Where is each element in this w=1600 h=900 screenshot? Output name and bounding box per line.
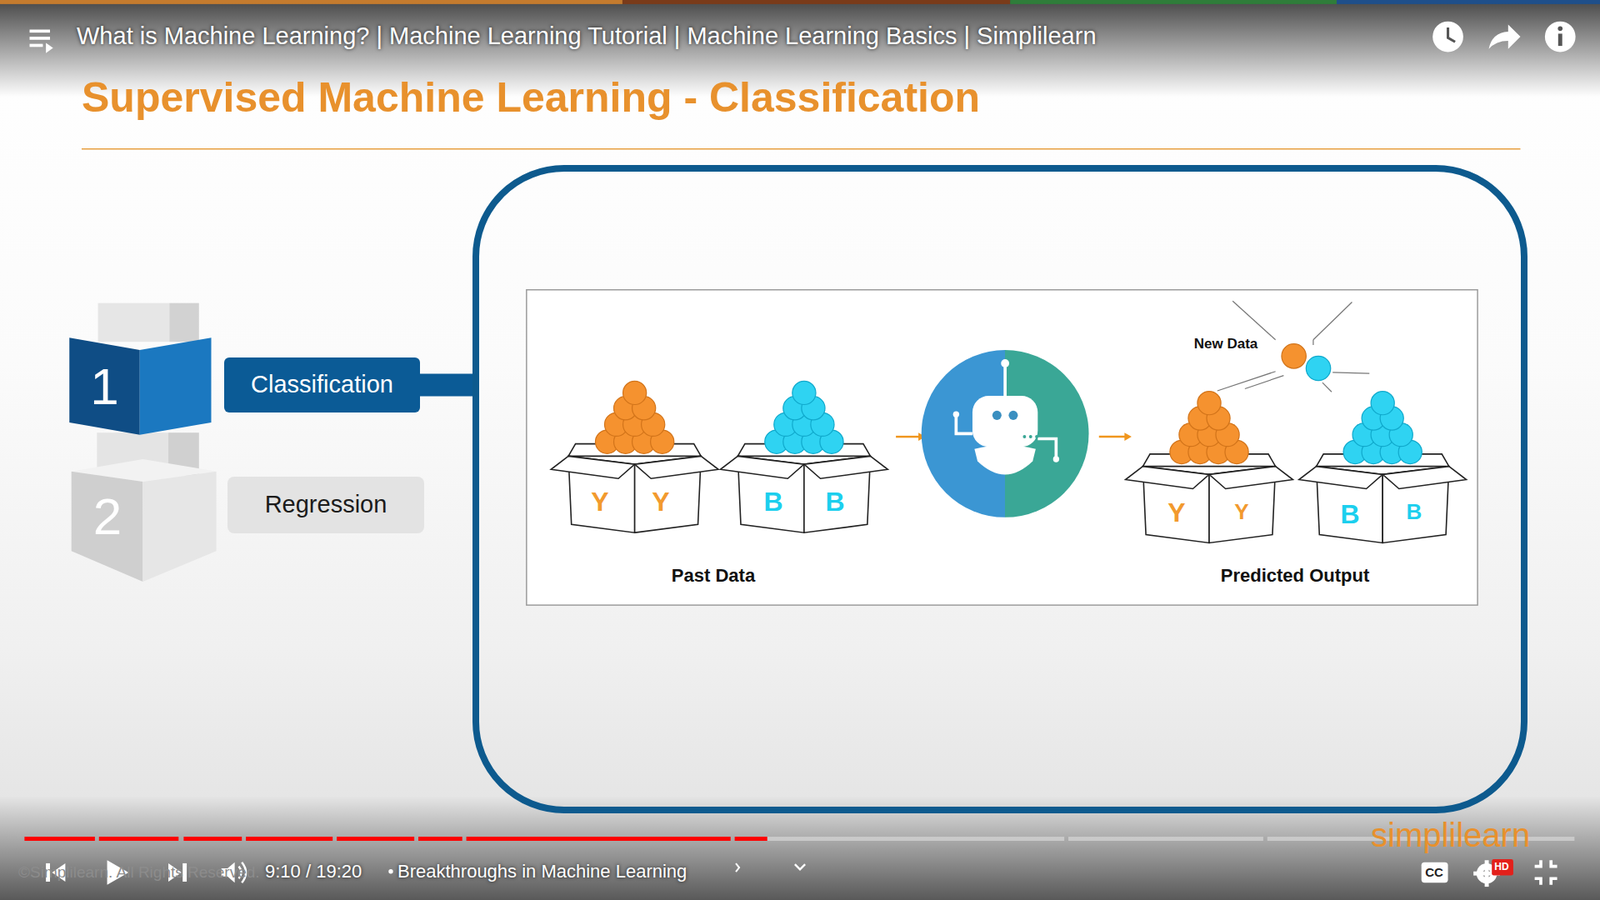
- hd-badge: [1491, 859, 1514, 876]
- video-color-strip: [0, 0, 1600, 5]
- ball: [623, 380, 647, 405]
- node-label: Classification: [250, 370, 394, 399]
- cc-button: [1421, 862, 1449, 883]
- crate: [720, 380, 888, 533]
- ball: [1370, 391, 1395, 415]
- exit-fullscreen-icon: [1535, 860, 1558, 885]
- playlist-icon: [30, 30, 54, 54]
- watch-later-icon: [1432, 21, 1464, 53]
- crate-flap: [1209, 466, 1293, 490]
- chapter-title: Breakthroughs in Machine Learning: [397, 860, 687, 882]
- ball: [1197, 391, 1221, 415]
- caption-text: Past Data: [671, 565, 755, 586]
- crate-letter: B: [1340, 499, 1360, 530]
- crate-flap: [804, 455, 888, 479]
- crate-flap: [1382, 466, 1466, 490]
- video-title: What is Machine Learning? | Machine Lear…: [76, 22, 1097, 50]
- chapter-chevron: [735, 863, 740, 872]
- crate-flap: [1125, 466, 1210, 490]
- ball: [792, 380, 816, 405]
- crate-flap: [1299, 466, 1383, 490]
- node-label: 1: [90, 356, 119, 416]
- crate: [550, 380, 719, 533]
- share-icon: [1489, 24, 1521, 49]
- info-icon: [1545, 21, 1576, 53]
- illustration-frame: [526, 290, 1478, 605]
- crate-letter: Y: [1167, 497, 1185, 529]
- caption-text: Predicted Output: [1220, 565, 1370, 586]
- crate-flap: [635, 455, 719, 479]
- stacked-cubes: [69, 303, 216, 582]
- hd-label: HD: [1494, 861, 1509, 874]
- node-label: 2: [93, 486, 122, 546]
- new-data-ball: [1281, 344, 1306, 369]
- caption-text: New Data: [1194, 335, 1259, 353]
- slide-title: Supervised Machine Learning - Classifica…: [81, 74, 980, 123]
- category-box: Classification: [224, 357, 420, 413]
- heading-underline: [81, 148, 1521, 150]
- crate-flap: [720, 455, 804, 479]
- crate-letter: Y: [1234, 500, 1249, 525]
- category-box: Regression: [227, 476, 425, 534]
- crate-letter: B: [763, 486, 783, 518]
- copyright-watermark: ©Simplilearn. All Rights Reserved.: [18, 863, 260, 882]
- node-label: Regression: [265, 490, 388, 519]
- time-display: 9:10 / 19:20: [265, 860, 362, 882]
- cc-label: CC: [1425, 865, 1444, 880]
- progress-bar: [24, 836, 1575, 841]
- crate-flap: [550, 455, 635, 479]
- crate-letter: B: [1406, 500, 1423, 525]
- cube-number: 2: [71, 481, 144, 551]
- crate-letter: Y: [590, 486, 609, 518]
- robot-icon: [921, 350, 1090, 518]
- brand-logo: simplilearn: [1370, 815, 1530, 855]
- crate: [1125, 391, 1294, 544]
- crate-letter: B: [825, 486, 845, 518]
- connector-bar: [420, 374, 476, 397]
- new-data-ball: [1305, 355, 1330, 380]
- cube-number: 1: [69, 350, 140, 423]
- crate: [1299, 391, 1467, 544]
- crates: [550, 380, 1466, 543]
- crate-letter: Y: [651, 486, 670, 518]
- example-panel: New DataPast Data Predicted Output: [472, 165, 1528, 814]
